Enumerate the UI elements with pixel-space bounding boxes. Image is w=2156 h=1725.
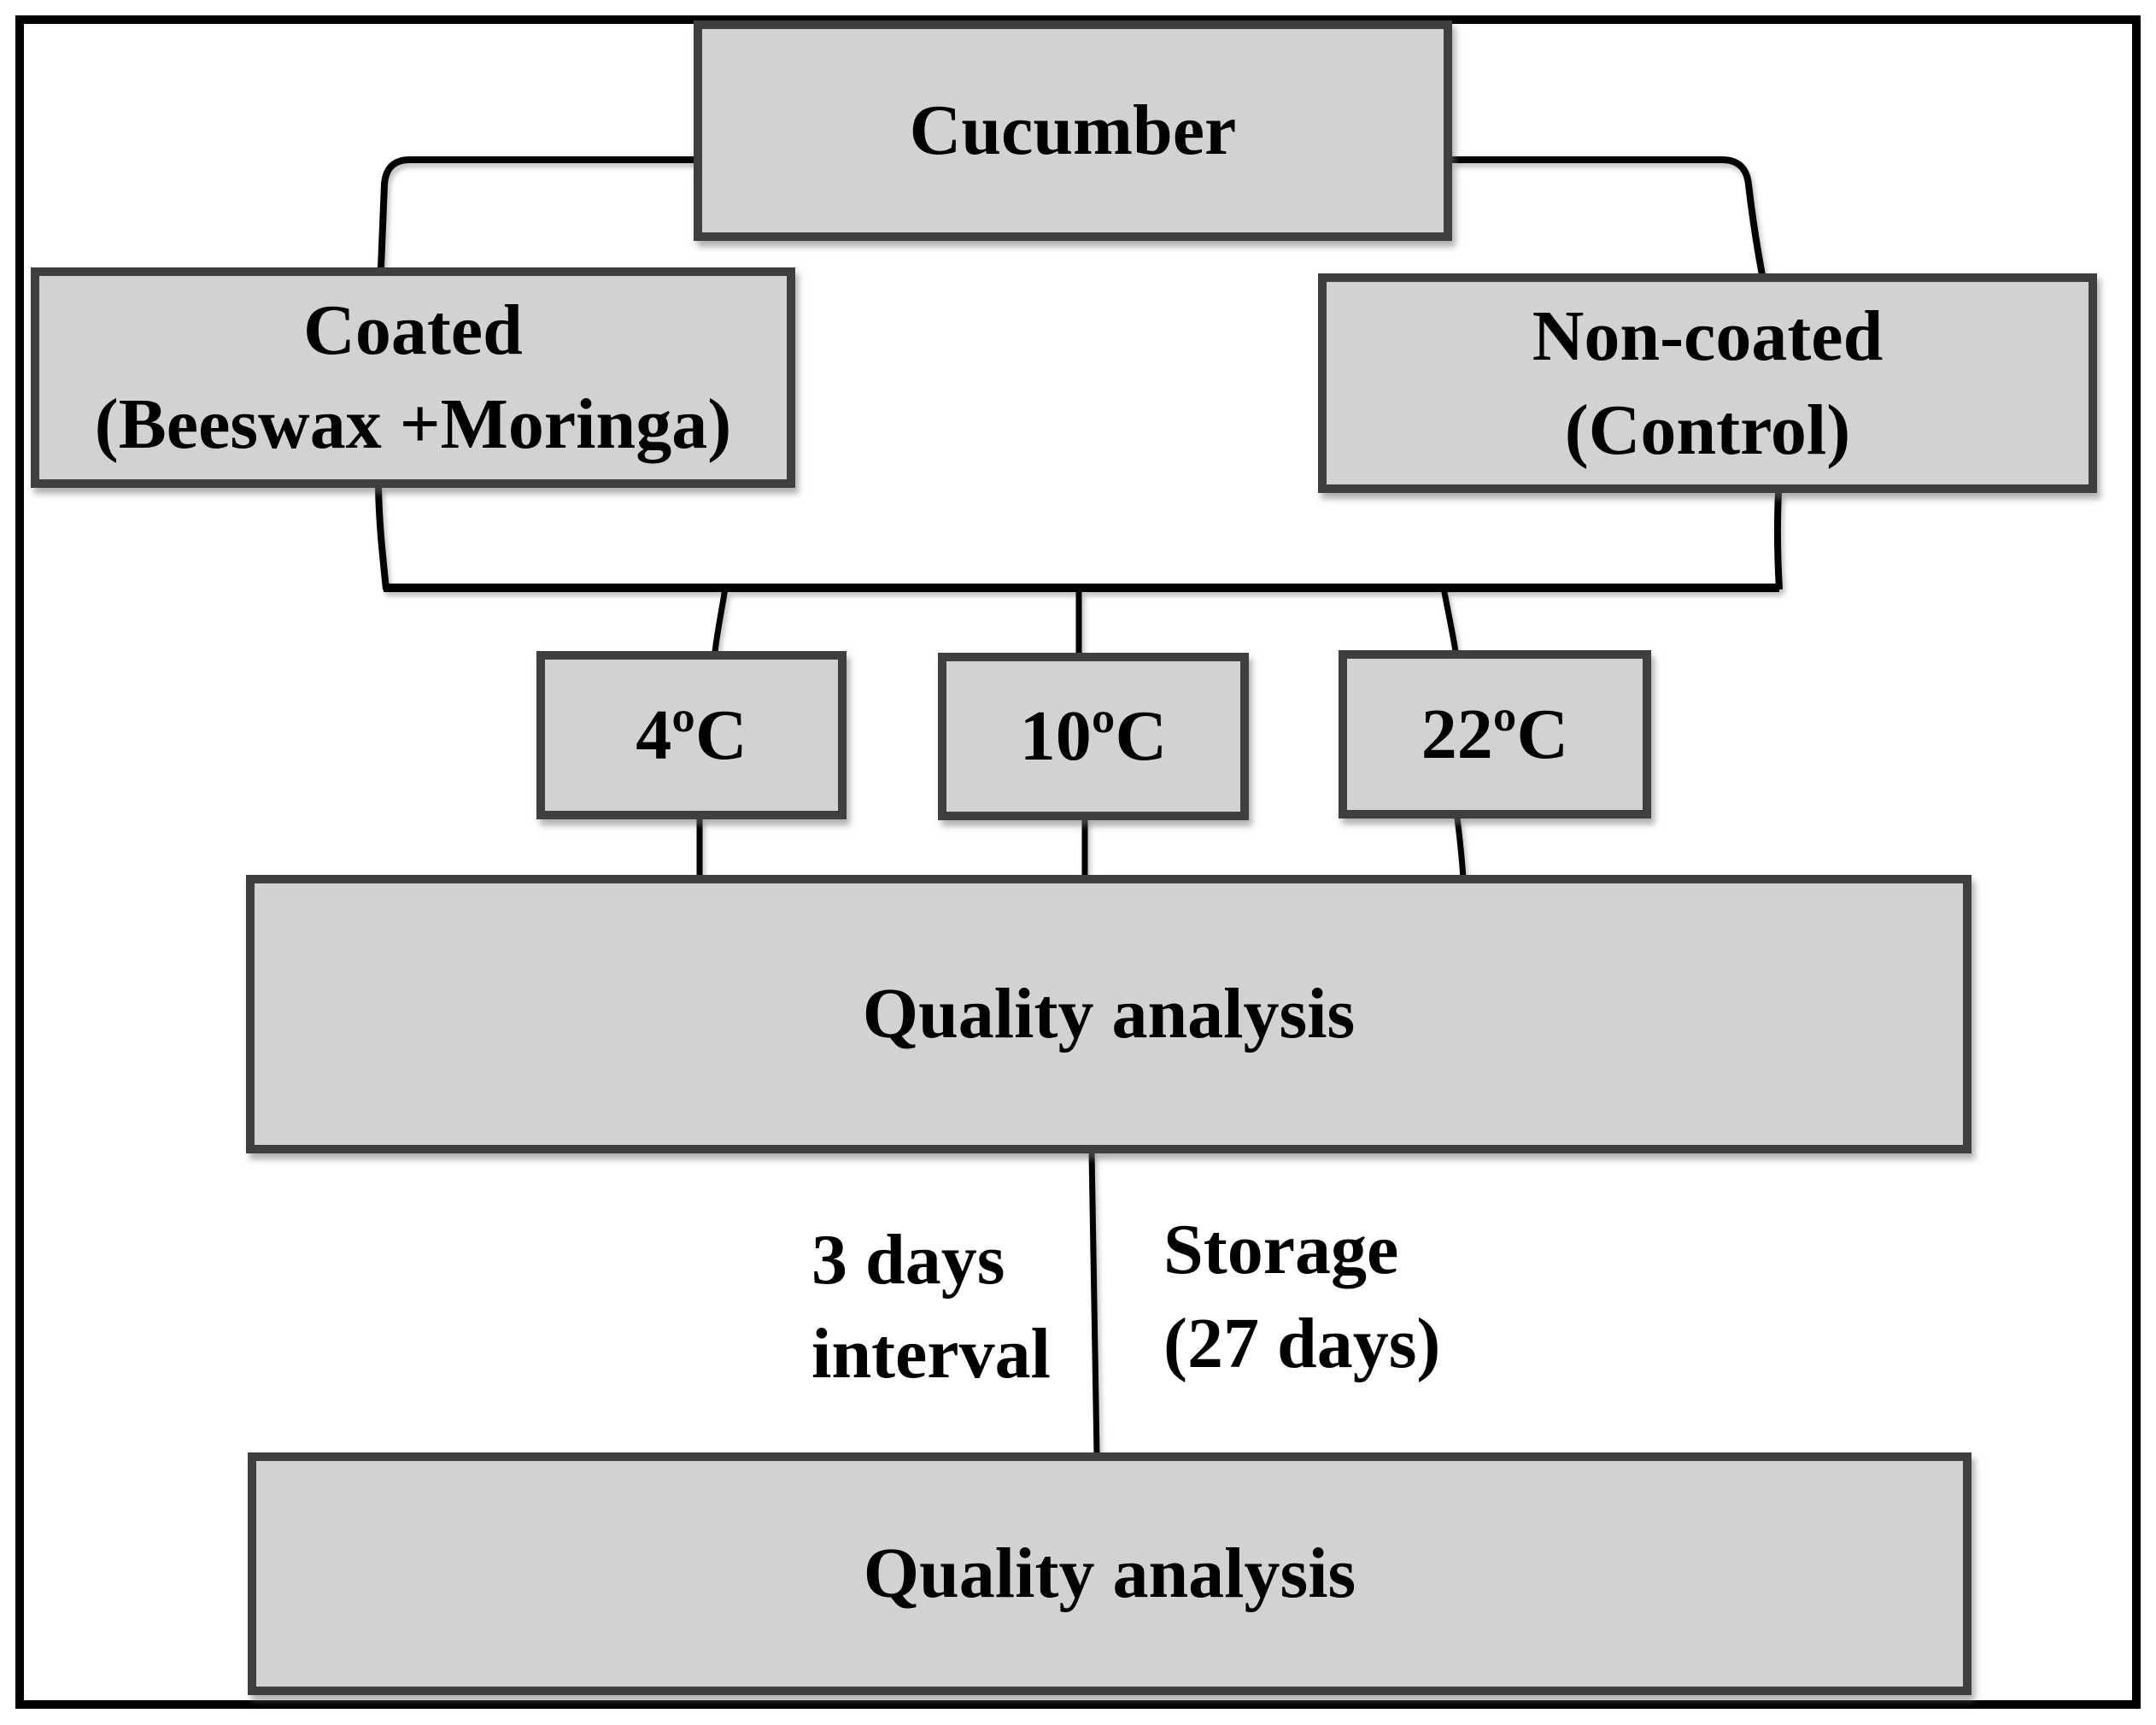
edge-cucumber-to-noncoated: [1452, 156, 1766, 276]
edge-junction-to-22c: [1440, 587, 1459, 653]
node-temp-10c-label: 10ºC: [1019, 696, 1168, 776]
edge-label-interval-line2: interval: [811, 1314, 1051, 1393]
node-cucumber-label: Cucumber: [909, 91, 1237, 170]
edge-label-interval-line1: 3 days: [811, 1220, 1005, 1300]
node-quality-analysis-bottom-label: Quality analysis: [863, 1534, 1356, 1613]
edge-coated-to-junction: [375, 486, 390, 590]
edge-cucumber-to-coated: [378, 156, 694, 269]
node-quality-analysis-top: Quality analysis: [246, 875, 1971, 1153]
node-quality-analysis-top-label: Quality analysis: [862, 974, 1356, 1053]
node-non-coated-label-line2: (Control): [1564, 390, 1851, 470]
node-coated-label-line2: (Beeswax +Moringa): [94, 384, 732, 464]
edge-label-storage-line1: Storage: [1163, 1210, 1399, 1289]
edge-qa-to-qa: [1088, 1151, 1100, 1455]
edge-label-storage-line2: (27 days): [1163, 1304, 1441, 1383]
outer-frame: [15, 15, 2141, 1709]
edge-noncoated-to-junction: [1773, 491, 1783, 590]
edge-junction-to-4c: [712, 587, 729, 654]
node-temp-10c: 10ºC: [938, 653, 1249, 820]
node-non-coated-label-line1: Non-coated: [1532, 296, 1884, 376]
edge-label-storage: Storage (27 days): [1163, 1203, 1440, 1391]
node-temp-4c: 4ºC: [536, 651, 847, 819]
node-quality-analysis-bottom: Quality analysis: [248, 1452, 1971, 1695]
node-temp-22c-label: 22ºC: [1421, 694, 1569, 774]
node-non-coated: Non-coated (Control): [1318, 273, 2097, 493]
edge-22c-to-qa: [1454, 817, 1467, 881]
node-coated: Coated (Beeswax +Moringa): [31, 267, 795, 488]
node-temp-4c-label: 4ºC: [636, 695, 747, 775]
node-temp-22c: 22ºC: [1339, 650, 1651, 818]
edge-label-interval: 3 days interval: [811, 1213, 1051, 1401]
node-cucumber: Cucumber: [694, 21, 1452, 241]
node-coated-label-line1: Coated: [303, 290, 523, 370]
